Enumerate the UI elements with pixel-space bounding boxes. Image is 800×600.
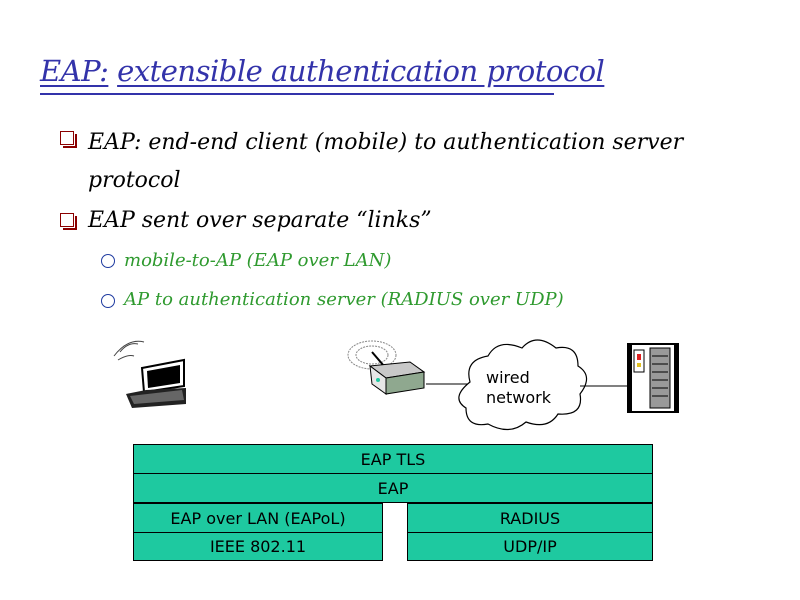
laptop-icon [113, 340, 186, 408]
title-underline [40, 93, 554, 95]
bullet-1: EAP: end-end client (mobile) to authenti… [88, 124, 683, 200]
stack-radius-label: RADIUS [499, 508, 561, 528]
title-prefix: EAP: [40, 54, 109, 88]
stack-eap-tls-label: EAP TLS [360, 449, 426, 469]
wired-network-cloud-icon: wired network [458, 339, 588, 431]
stack-udpip-label: UDP/IP [503, 537, 557, 556]
bullet-2: EAP sent over separate “links” [88, 206, 432, 236]
stack-eapol-label: EAP over LAN (EAPoL) [170, 508, 346, 528]
stack-ieee-label: IEEE 802.11 [209, 537, 307, 556]
stack-eapol: EAP over LAN (EAPoL) [133, 503, 383, 533]
bullet-2-line1: EAP sent over separate “links” [88, 208, 432, 233]
access-point-icon [347, 340, 426, 395]
bullet-1-line2: protocol [88, 168, 181, 193]
slide-title: EAP: extensible authentication protocol [40, 54, 605, 88]
stack-eap: EAP [133, 473, 653, 503]
authentication-server-icon [627, 343, 679, 413]
stack-udp-ip: UDP/IP [407, 532, 653, 561]
network-diagram: wired network [113, 339, 679, 431]
bullet-1-line1: EAP: end-end client (mobile) to authenti… [88, 130, 684, 155]
stack-eap-tls: EAP TLS [133, 444, 653, 474]
sub-bullet-circle-icon [101, 254, 115, 268]
sub-bullet-1: mobile-to-AP (EAP over LAN) [124, 250, 392, 271]
stack-ieee-80211: IEEE 802.11 [133, 532, 383, 561]
sub-bullet-circle-icon [101, 294, 115, 308]
title-main: extensible authentication protocol [117, 54, 605, 88]
bullet-box-icon [60, 131, 77, 148]
bullet-box-icon [60, 213, 77, 230]
cloud-label-line1: wired [486, 368, 530, 387]
sub-bullet-2: AP to authentication server (RADIUS over… [124, 289, 564, 310]
stack-radius: RADIUS [407, 503, 653, 533]
cloud-label-line2: network [486, 388, 552, 407]
stack-eap-label: EAP [377, 478, 409, 498]
